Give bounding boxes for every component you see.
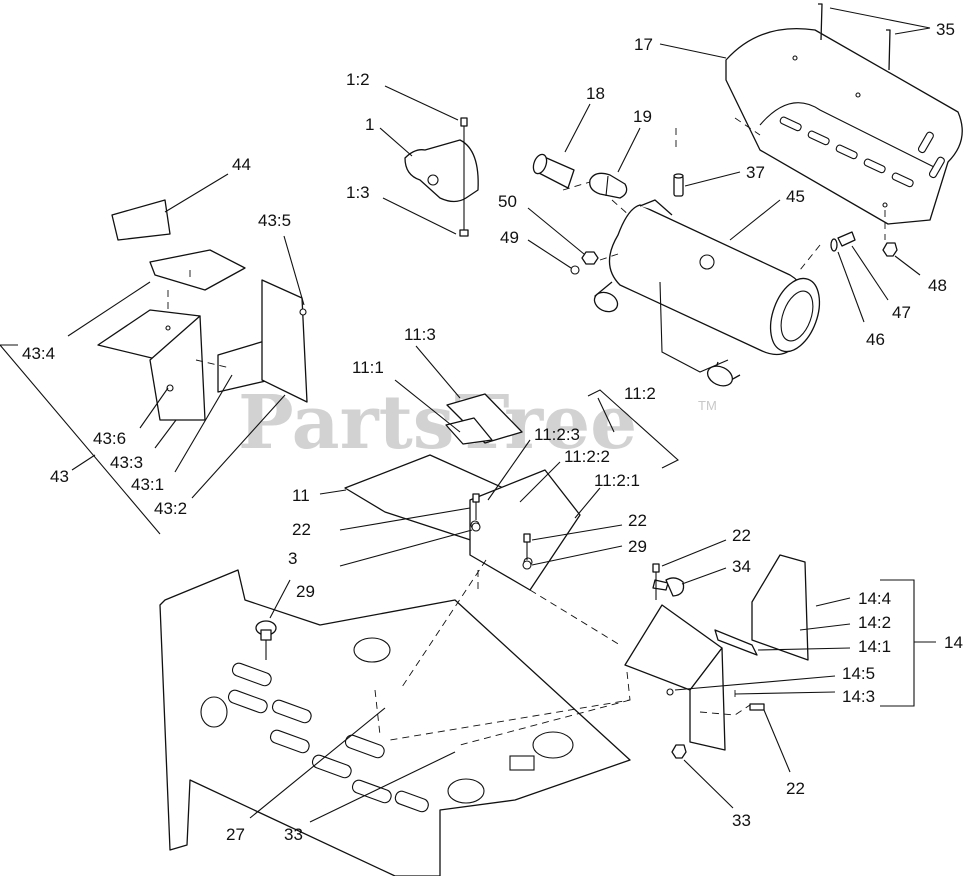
callout-34: 34 [732, 557, 751, 576]
leader-lines [0, 7, 936, 823]
part-exhaust-clamp [589, 172, 628, 199]
callout-11-2-1: 11:2:1 [594, 471, 640, 490]
callout-43: 43 [50, 467, 69, 486]
part-bracket-14 [624, 554, 809, 759]
callout-35: 35 [936, 20, 955, 39]
callout-3: 3 [288, 549, 297, 568]
callout-43-6: 43:6 [93, 429, 126, 448]
hardware-bolts-washers [471, 493, 660, 600]
part-plate-11 [344, 393, 581, 591]
callout-1-3: 1:3 [346, 183, 370, 202]
watermark-tm: TM [698, 398, 717, 413]
hardware-nuts-washers [570, 231, 898, 275]
callout-14-3: 14:3 [842, 687, 875, 706]
part-spacer [673, 173, 684, 197]
callout-labels: 35 17 18 19 37 45 50 49 48 47 46 1:2 1 1… [22, 20, 963, 844]
callout-29-a: 29 [296, 582, 315, 601]
callout-45: 45 [786, 187, 805, 206]
callout-14: 14 [944, 633, 963, 652]
part-frame [159, 569, 631, 876]
part-heat-shield [725, 3, 963, 225]
part-assembly-43 [97, 199, 308, 421]
callout-18: 18 [586, 84, 605, 103]
callout-11-3: 11:3 [404, 325, 436, 344]
callout-47: 47 [892, 303, 911, 322]
callout-22-d: 22 [786, 779, 805, 798]
part-bracket-1 [404, 117, 479, 237]
callout-11-2: 11:2 [624, 384, 656, 403]
callout-33-b: 33 [284, 825, 303, 844]
callout-37: 37 [746, 163, 765, 182]
frame-slots [227, 662, 429, 813]
callout-43-3: 43:3 [110, 453, 143, 472]
callout-43-1: 43:1 [131, 475, 164, 494]
callout-11: 11 [292, 486, 310, 505]
callout-50: 50 [498, 192, 517, 211]
callout-22-c: 22 [732, 526, 751, 545]
callout-48: 48 [928, 276, 947, 295]
callout-14-1: 14:1 [858, 637, 891, 656]
callout-43-2: 43:2 [154, 499, 187, 518]
callout-27: 27 [226, 825, 245, 844]
callout-14-5: 14:5 [842, 664, 875, 683]
alignment-lines [167, 117, 886, 746]
callout-22-b: 22 [628, 511, 647, 530]
callout-11-1: 11:1 [352, 358, 384, 377]
part-exhaust-pipe [532, 153, 575, 189]
callout-22-a: 22 [292, 520, 311, 539]
part-muffler [593, 199, 821, 387]
callout-1-2: 1:2 [346, 70, 370, 89]
callout-44: 44 [232, 155, 251, 174]
callout-43-5: 43:5 [258, 211, 291, 230]
callout-43-4: 43:4 [22, 344, 55, 363]
callout-14-2: 14:2 [858, 613, 891, 632]
callout-11-2-2: 11:2:2 [564, 447, 610, 466]
callout-46: 46 [866, 330, 885, 349]
callout-14-4: 14:4 [858, 589, 891, 608]
heat-shield-slots [779, 116, 945, 188]
callout-1: 1 [365, 115, 374, 134]
callout-17: 17 [634, 35, 653, 54]
part-knob [255, 620, 277, 660]
callout-49: 49 [500, 228, 519, 247]
callout-33-a: 33 [732, 811, 751, 830]
callout-11-2-3: 11:2:3 [534, 425, 580, 444]
callout-19: 19 [633, 107, 652, 126]
callout-29-b: 29 [628, 537, 647, 556]
